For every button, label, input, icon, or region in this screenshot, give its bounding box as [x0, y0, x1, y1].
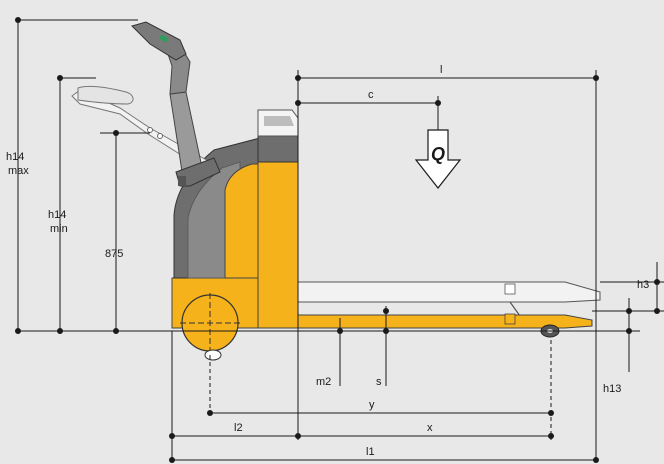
lower-fork [257, 314, 593, 329]
tiller-lowered-joint-2 [157, 133, 163, 139]
dimension-labels: l c Q h14 max h14 min 875 h3 h13 m2 s y … [6, 64, 649, 458]
upper-fork [297, 281, 601, 303]
label-h14-min-2: min [50, 223, 68, 235]
label-h13: h13 [603, 383, 621, 395]
l1-right-dot [593, 457, 599, 463]
mast-top-shade [264, 116, 294, 126]
label-h14-max-1: h14 [6, 151, 24, 163]
label-c: c [368, 89, 374, 101]
h875-bottom-dot [113, 328, 119, 334]
s-top-dot [383, 308, 389, 314]
label-l2: l2 [234, 422, 243, 434]
h3-top-dot [654, 279, 660, 285]
tiller-lowered [71, 89, 211, 171]
h14-min-bottom-dot [57, 328, 63, 334]
h3-bottom-dot [654, 308, 660, 314]
yellow-front-panel [224, 163, 259, 279]
h14-min-top-dot [57, 75, 63, 81]
label-h14-min-1: h14 [48, 209, 66, 221]
label-x: x [427, 422, 433, 434]
s-bottom-dot [383, 328, 389, 334]
l1-left-dot [169, 457, 175, 463]
l-right-dot [593, 75, 599, 81]
h14-max-top-dot [15, 17, 21, 23]
h13-bottom-dot [626, 328, 632, 334]
h14-max-bottom-dot [15, 328, 21, 334]
tiller-green-button [159, 34, 169, 43]
h875-top-dot [113, 130, 119, 136]
dimension-lines [15, 17, 664, 463]
tiller-lowered-grip [77, 85, 134, 105]
l-left-dot [295, 75, 301, 81]
h13-top-dot [626, 308, 632, 314]
l2-right-dot [295, 433, 301, 439]
y-right-dot [548, 410, 554, 416]
tiller-bracket [178, 176, 186, 186]
tiller-head [131, 21, 187, 61]
label-h3: h3 [637, 279, 649, 291]
mast-cap [257, 135, 299, 163]
mast-panel [257, 159, 299, 329]
c-right-dot [435, 100, 441, 106]
label-s: s [376, 376, 382, 388]
m2-dot [337, 328, 343, 334]
label-l1: l1 [366, 446, 375, 458]
label-l: l [440, 64, 442, 76]
castor-wheel [204, 349, 222, 361]
y-left-dot [207, 410, 213, 416]
l2-left-dot [169, 433, 175, 439]
label-y: y [369, 399, 375, 411]
lower-fork-mark [504, 313, 516, 325]
c-left-dot [295, 100, 301, 106]
label-875: 875 [105, 248, 123, 260]
pallet-truck-illustration [71, 21, 601, 361]
label-m2: m2 [316, 376, 331, 388]
label-h14-max-2: max [8, 165, 29, 177]
label-q: Q [431, 144, 445, 164]
upper-fork-tip-mark [504, 283, 516, 295]
tiller-lowered-joint-1 [147, 127, 153, 133]
load-arrow-icon [414, 129, 462, 189]
x-right-dot [548, 433, 554, 439]
